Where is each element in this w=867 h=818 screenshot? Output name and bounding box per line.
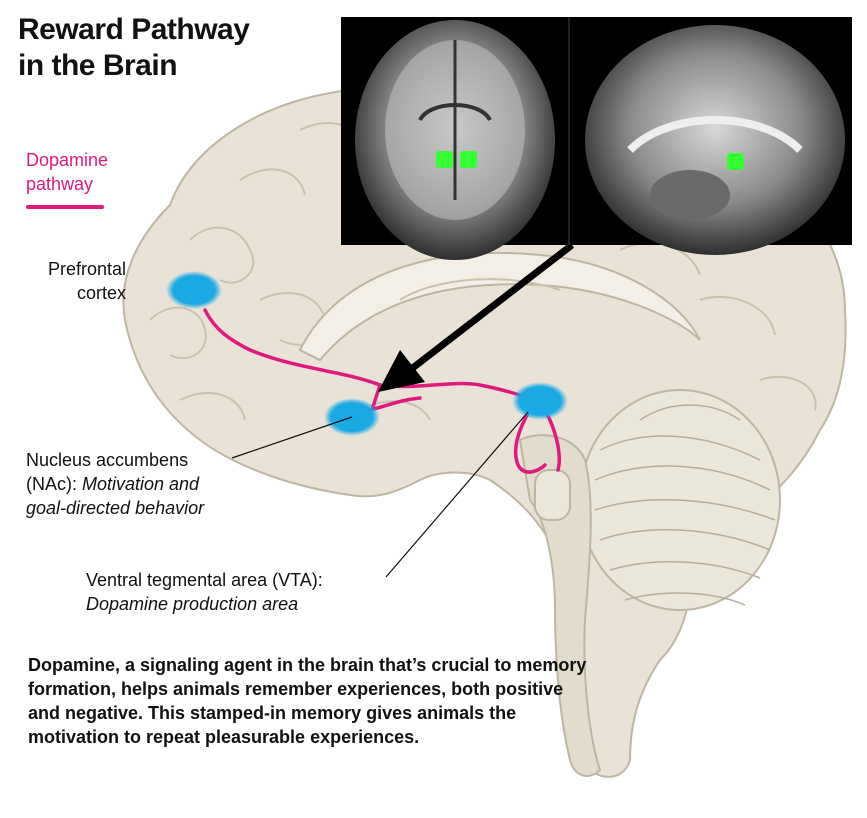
nac-line-1: Nucleus accumbens	[26, 450, 189, 470]
vta-line-1: Ventral tegmental area (VTA):	[86, 570, 323, 590]
caption: Dopamine, a signaling agent in the brain…	[28, 655, 587, 747]
nac-abbrev: (NAc):	[26, 474, 82, 494]
mri-marker-left	[436, 151, 453, 168]
pfc-line-1: Prefrontal	[47, 259, 126, 279]
prefrontal-cortex-region	[166, 271, 222, 309]
mri-coronal-view	[355, 20, 555, 260]
pfc-line-2: cortex	[76, 283, 126, 303]
vta-leader-line	[385, 411, 529, 578]
mri-marker-right	[460, 151, 477, 168]
vta-description: Dopamine production area	[86, 594, 299, 614]
legend-swatch	[26, 205, 104, 209]
cerebellum	[579, 389, 781, 611]
mri-sagittal-view	[585, 25, 845, 255]
title-line-1: Reward Pathway	[18, 13, 250, 46]
pointer-arrow	[378, 242, 575, 392]
label-vta: Ventral tegmental area (VTA): Dopamine p…	[86, 568, 406, 616]
title-line-2: in the Brain	[18, 49, 178, 82]
legend-label: Dopamine pathway	[26, 148, 108, 196]
legend-label-line-1: Dopamine	[26, 150, 109, 170]
nac-line-2: (NAc): Motivation and	[26, 472, 306, 496]
mri-panel	[341, 17, 852, 260]
mri-marker-sagittal	[727, 153, 744, 170]
vta-region	[512, 382, 568, 420]
nac-description-2: goal-directed behavior	[26, 498, 205, 518]
nac-description-1: Motivation and	[82, 474, 200, 494]
legend-label-line-2: pathway	[26, 174, 94, 194]
page-title: Reward Pathway in the Brain	[18, 12, 250, 84]
brain-outline	[122, 82, 847, 778]
nac-leader-line	[231, 416, 353, 459]
label-nucleus-accumbens: Nucleus accumbens (NAc): Motivation and …	[26, 448, 306, 520]
label-prefrontal-cortex: Prefrontal cortex	[26, 257, 126, 305]
